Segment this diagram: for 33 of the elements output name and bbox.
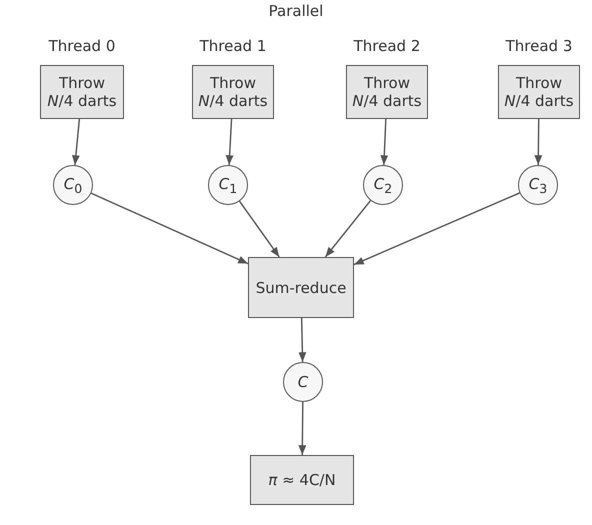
arrow <box>226 118 234 166</box>
variable-label: C$_{0}$ <box>62 174 84 196</box>
arrow <box>90 192 248 264</box>
variable-label: C$_{3}$ <box>528 174 548 196</box>
thread-label: Thread 1 <box>198 37 268 55</box>
variable-label: C$_{1}$ <box>218 174 238 196</box>
arrow <box>534 119 542 165</box>
thread-label: Thread 2 <box>352 37 422 55</box>
variable-circle <box>518 165 558 205</box>
variable-circle <box>363 165 403 205</box>
process-box <box>250 455 354 505</box>
variable-circle <box>208 165 248 205</box>
variable-circle <box>53 165 93 205</box>
arrow <box>380 118 388 166</box>
variable-label: C$_{2}$ <box>372 174 394 196</box>
arrow <box>72 118 80 166</box>
arrow <box>324 200 372 258</box>
box-text: Throw N/4 darts <box>351 74 423 110</box>
arrow <box>298 318 306 362</box>
box-text: Throw N/4 darts <box>197 74 269 110</box>
box-text: Sum-reduce <box>254 278 348 296</box>
variable-label: C <box>296 373 310 391</box>
process-box <box>248 257 354 318</box>
arrow <box>354 192 520 266</box>
diagram-title: Parallel <box>268 2 324 20</box>
arrow <box>239 200 280 258</box>
box-text: Throw N/4 darts <box>503 74 575 110</box>
box-text: π ≈ 4C/N <box>267 471 337 489</box>
thread-label: Thread 3 <box>504 37 574 55</box>
arrow <box>298 402 306 455</box>
thread-label: Thread 0 <box>48 37 116 55</box>
variable-circle <box>283 362 323 402</box>
box-text: Throw N/4 darts <box>46 74 118 110</box>
